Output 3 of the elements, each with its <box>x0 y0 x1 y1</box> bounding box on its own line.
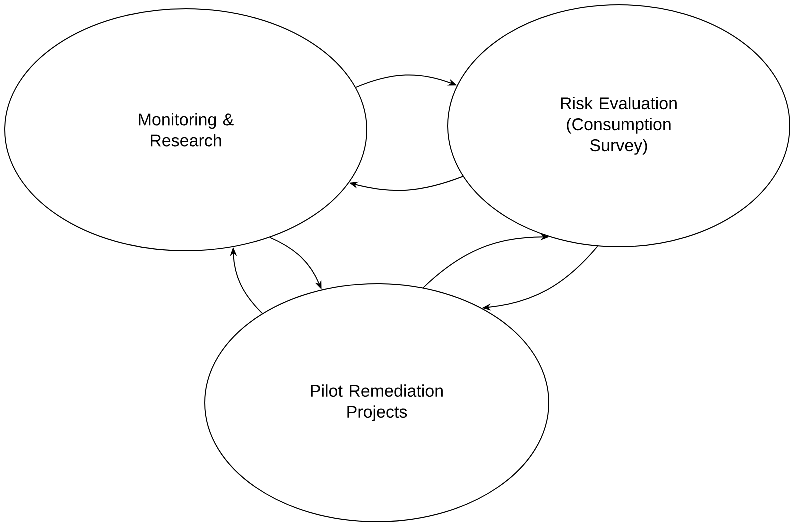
ellipse-node: Pilot Remediation Projects <box>204 284 550 522</box>
ellipse-node: Monitoring & Research <box>4 8 368 252</box>
ellipse-node: Risk Evaluation (Consumption Survey) <box>448 4 790 248</box>
